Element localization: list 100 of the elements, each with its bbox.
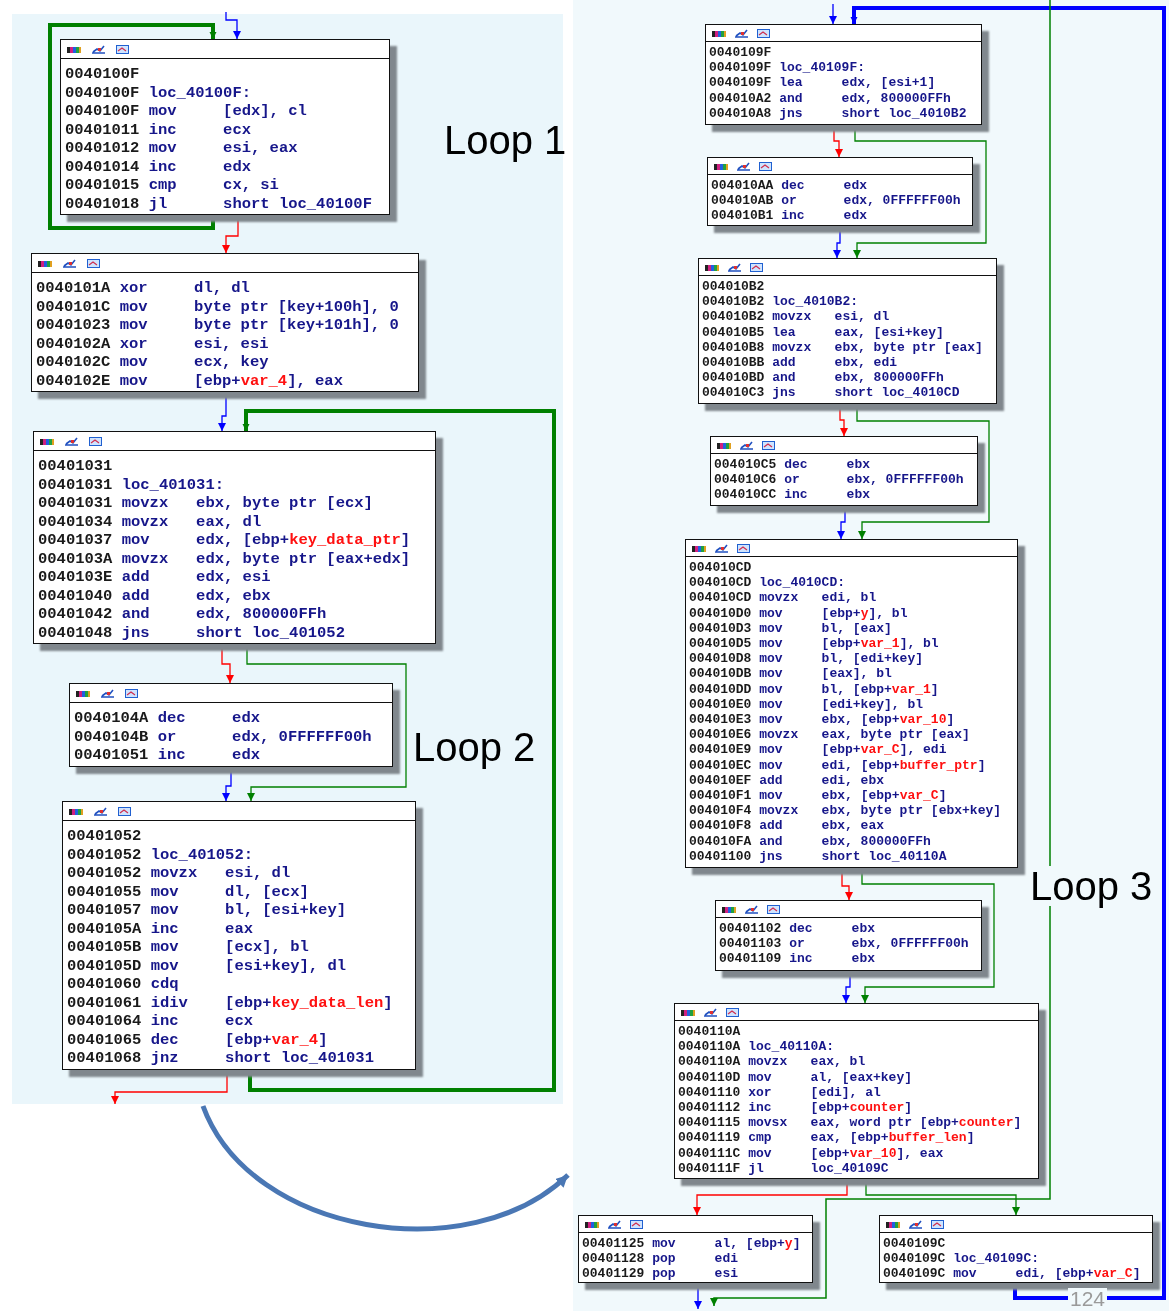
loop-label: Loop 2	[412, 727, 537, 767]
code-line: 00401051 inc edx	[74, 746, 261, 765]
code-block	[33, 431, 436, 644]
code-line: 004010CD loc_4010CD:	[689, 575, 847, 591]
arrow	[242, 409, 556, 1092]
code-line: 0040102E mov [ebp+var_4], eax	[36, 371, 344, 390]
code-line: 0040105D mov [esi+key], dl	[67, 956, 348, 975]
code-line: 004010A8 jns short loc_4010B2	[709, 105, 968, 121]
code-line: 0040109F loc_40109F:	[709, 60, 867, 76]
arrow	[837, 505, 846, 540]
arrow	[841, 867, 853, 901]
code-line: 00401119 cmp eax, [ebp+buffer_len]	[678, 1130, 976, 1146]
arrow	[693, 1178, 848, 1216]
code-line: 00401034 movzx eax, dl	[38, 512, 263, 531]
code-line: 004010EC mov edi, [ebp+buffer_ptr]	[689, 757, 987, 773]
code-line: 004010DD mov bl, [ebp+var_1]	[689, 681, 940, 697]
code-line: 004010B8 movzx ebx, byte ptr [eax]	[702, 339, 984, 355]
code-line: 004010E9 mov [ebp+var_C], edi	[689, 742, 948, 758]
code-line: 004010AA dec edx	[711, 178, 868, 194]
arrow	[221, 643, 234, 684]
code-line: 00401055 mov dl, [ecx]	[67, 882, 310, 901]
code-line: 004010C3 jns short loc_4010CD	[702, 385, 961, 401]
code-block	[60, 39, 390, 215]
code-line: 0040105A inc eax	[67, 919, 254, 938]
code-line: 0040105B mov [ecx], bl	[67, 938, 310, 957]
code-line: 004010E3 mov ebx, [ebp+var_10]	[689, 712, 956, 728]
code-line: 004010D8 mov bl, [edi+key]	[689, 651, 925, 667]
code-line: 004010F1 mov ebx, [ebp+var_C]	[689, 788, 948, 804]
code-line: 00401128 pop edi	[582, 1251, 739, 1267]
code-line: 004010A2 and edx, 800000FFh	[709, 90, 952, 106]
arrow	[839, 403, 848, 437]
code-block	[705, 24, 982, 125]
code-line: 004010CD	[689, 560, 753, 576]
code-line: 00401048 jns short loc_401052	[38, 623, 346, 642]
code-line: 004010E6 movzx eax, byte ptr [eax]	[689, 727, 971, 743]
code-line: 00401014 inc edx	[65, 157, 252, 176]
code-line: 004010CC inc ebx	[714, 487, 871, 503]
code-line: 0040109C mov edi, [ebp+var_C]	[883, 1266, 1142, 1282]
loop-label: Loop 1	[443, 120, 568, 160]
code-line: 004010EF add edi, ebx	[689, 772, 886, 789]
arrow	[48, 23, 217, 230]
code-line: 0040111C mov [ebp+var_10], eax	[678, 1145, 945, 1161]
code-line: 004010B2 movzx esi, dl	[702, 309, 891, 325]
code-line: 00401018 jl short loc_40100F	[65, 194, 373, 213]
code-line: 004010D3 mov bl, [eax]	[689, 620, 893, 636]
code-line: 0040109C loc_40109C:	[883, 1251, 1041, 1267]
code-line: 0040100F loc_40100F:	[65, 83, 253, 102]
code-line: 00401102 dec ebx	[719, 921, 876, 937]
code-line: 00401052 loc_401052:	[67, 845, 255, 864]
code-line: 00401037 mov edx, [ebp+key_data_ptr]	[38, 531, 412, 550]
code-line: 00401011 inc ecx	[65, 120, 252, 139]
code-line: 0040109C	[883, 1236, 947, 1252]
code-line: 0040102C mov ecx, key	[36, 353, 270, 372]
graph-panel	[12, 14, 563, 1104]
graph-panel	[573, 0, 1169, 1311]
code-line: 00401129 pop esi	[582, 1266, 739, 1282]
code-block	[715, 900, 982, 971]
code-line: 004010B2	[702, 279, 766, 295]
code-line: 0040104B or edx, 0FFFFFF00h	[74, 727, 373, 746]
code-line: 004010BB add ebx, edi	[702, 355, 899, 371]
code-block	[879, 1215, 1153, 1283]
code-line: 004010DB mov [eax], bl	[689, 666, 893, 682]
arrow	[246, 643, 407, 802]
code-line: 0040102A xor esi, esi	[36, 334, 270, 353]
code-line: 0040110A movzx eax, bl	[678, 1054, 867, 1070]
code-line: 00401115 movsx eax, word ptr [ebp+counter]	[678, 1115, 1023, 1131]
code-line: 00401110 xor [edi], al	[678, 1084, 882, 1100]
code-line: 00401103 or ebx, 0FFFFFF00h	[719, 936, 970, 952]
code-line: 00401065 dec [ebp+var_4]	[67, 1030, 329, 1049]
code-line: 0040101C mov byte ptr [key+100h], 0	[36, 297, 400, 316]
arrow	[222, 766, 232, 802]
arrow	[225, 11, 241, 40]
arrow	[111, 1069, 228, 1105]
code-line: 004010C6 or ebx, 0FFFFFF00h	[714, 472, 965, 488]
arrow	[861, 867, 995, 1004]
code-line: 0040110A	[678, 1024, 742, 1040]
code-line: 0040101A xor dl, dl	[36, 279, 251, 298]
code-line: 0040100F mov [edx], cl	[65, 102, 308, 121]
code-line: 004010BD and ebx, 800000FFh	[702, 370, 945, 386]
code-line: 0040103E add edx, esi	[38, 568, 272, 587]
arrow	[833, 225, 841, 259]
code-line: 00401031 movzx ebx, byte ptr [ecx]	[38, 494, 374, 513]
code-line: 004010D5 mov [ebp+var_1], bl	[689, 636, 940, 652]
code-block	[31, 253, 419, 392]
code-line: 004010B1 inc edx	[711, 208, 868, 224]
arrow	[865, 1178, 1020, 1216]
code-line: 004010C5 dec ebx	[714, 457, 871, 473]
code-line: 004010B5 lea eax, [esi+key]	[702, 324, 945, 340]
code-block	[69, 683, 393, 767]
code-block	[674, 1003, 1039, 1179]
code-line: 004010F8 add ebx, eax	[689, 818, 886, 834]
arrow	[222, 214, 239, 254]
code-block	[710, 436, 978, 506]
code-block	[578, 1215, 813, 1283]
code-line: 00401031	[38, 457, 114, 476]
code-line: 00401125 mov al, [ebp+y]	[582, 1236, 802, 1252]
code-line: 0040109F lea edx, [esi+1]	[709, 75, 937, 91]
code-line: 004010F4 movzx ebx, byte ptr [ebx+key]	[689, 803, 1003, 819]
arrow	[694, 1282, 702, 1310]
arrow	[842, 970, 851, 1004]
